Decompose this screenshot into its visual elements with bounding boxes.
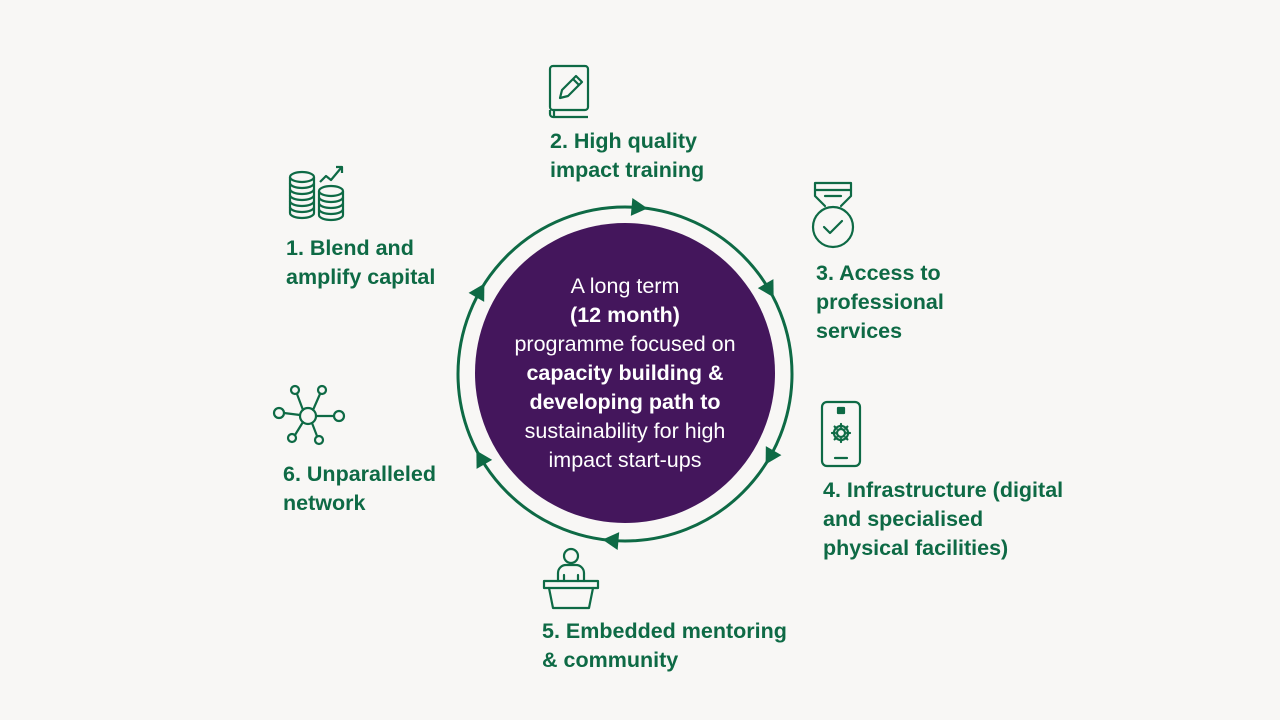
center-text-bold: (12 month)	[570, 302, 680, 327]
ring-arrowhead-4	[602, 532, 620, 551]
ring-arrowhead-6	[468, 283, 485, 302]
step-1-label: 1. Blend and amplify capital	[286, 234, 435, 292]
step-2-label: 2. High quality impact training	[550, 127, 704, 185]
step-6-line-1: 6. Unparalleled	[283, 462, 436, 486]
center-text-bold: capacity building &	[526, 360, 724, 385]
step-2-line-2: impact training	[550, 158, 705, 182]
step-3-line-2: professional	[816, 290, 944, 314]
center-text-line: sustainability for high	[524, 418, 726, 443]
network-hub-icon	[272, 383, 346, 447]
step-5-label: 5. Embedded mentoring & community	[542, 617, 787, 675]
step-3-line-3: services	[816, 319, 903, 343]
step-3-label: 3. Access to professional services	[816, 259, 944, 346]
ring-circle	[456, 205, 794, 543]
step-4-line-3: physical facilities)	[823, 536, 1009, 560]
step-6-label: 6. Unparalleled network	[283, 460, 436, 518]
center-text-line: A long term	[570, 273, 680, 298]
step-2-line-1: 2. High quality	[550, 129, 697, 153]
step-1-line-1: 1. Blend and	[286, 236, 414, 260]
ring-arrowhead-1	[630, 197, 648, 216]
center-text-line: impact start-ups	[548, 447, 702, 472]
ring-arrowhead-3	[765, 446, 782, 465]
ring-arrows	[468, 197, 782, 551]
step-4-label: 4. Infrastructure (digital and specialis…	[823, 476, 1063, 563]
step-4-line-2: and specialised	[823, 507, 984, 531]
coins-growth-icon	[286, 163, 348, 227]
step-5-line-1: 5. Embedded mentoring	[542, 619, 787, 643]
step-3-line-1: 3. Access to	[816, 261, 941, 285]
step-4-line-1: 4. Infrastructure (digital	[823, 478, 1064, 502]
ring-arrowhead-2	[757, 279, 774, 298]
step-6-line-2: network	[283, 491, 366, 515]
speaker-podium-icon	[542, 547, 600, 611]
center-text-line: programme focused on	[514, 331, 736, 356]
notebook-pencil-icon	[548, 64, 590, 120]
phone-gear-icon	[820, 400, 862, 468]
center-circle: A long term (12 month) programme focused…	[475, 223, 775, 523]
step-5-line-2: & community	[542, 648, 679, 672]
center-text-bold: developing path to	[529, 389, 721, 414]
ring-arrowhead-5	[476, 450, 493, 469]
step-1-line-2: amplify capital	[286, 265, 436, 289]
medal-check-icon	[810, 181, 856, 249]
